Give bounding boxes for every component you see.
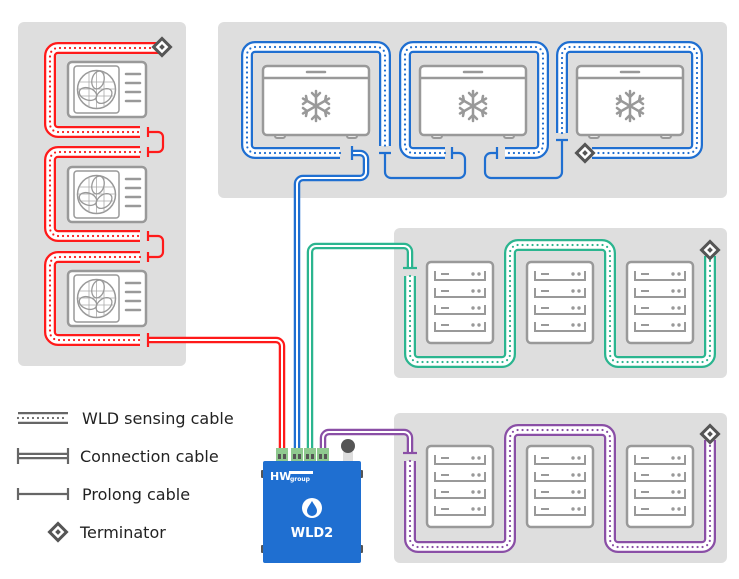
hwgroup-logo: HW — [270, 470, 291, 483]
server-rack-icon — [427, 262, 493, 343]
sensing-cable-green-stroke — [408, 243, 712, 364]
server-rack-icon — [527, 262, 593, 343]
legend-connection-cable-label: Connection cable — [80, 447, 219, 466]
legend-sensing-cable-label: WLD sensing cable — [82, 409, 234, 428]
prolong-cable-blue — [379, 147, 467, 180]
server-rack-icon — [427, 446, 493, 527]
connection-cable-green-stroke — [309, 245, 411, 450]
hwgroup-logo-sub: group — [290, 476, 311, 483]
wld2-device: HW group WLD2 — [261, 439, 363, 563]
legend-connection-bars — [16, 448, 70, 464]
ac-fan-icon — [66, 269, 148, 328]
server-rack-icon — [627, 262, 693, 343]
sensing-cable-blue-stroke — [560, 45, 699, 155]
server-rack-icon — [527, 446, 593, 527]
legend-prolong-cable-icon — [16, 488, 70, 500]
freezer-snowflake-icon — [575, 64, 685, 140]
sensing-cable-purple-stroke — [408, 428, 712, 549]
legend-terminator-icon — [48, 522, 68, 542]
prolong-cable-blue — [483, 138, 568, 180]
device-name: WLD2 — [291, 526, 333, 541]
sensing-cable-blue-stroke — [403, 45, 545, 155]
sensing-cable-red-stroke — [48, 255, 142, 342]
sensing-cable-blue-stroke — [245, 45, 387, 155]
legend-terminator-label: Terminator — [79, 523, 166, 542]
freezer-snowflake-icon — [261, 64, 371, 140]
prolong-cable-red — [146, 231, 165, 262]
connection-cable-red-stroke — [148, 339, 283, 450]
sensing-cable-red-stroke — [48, 150, 142, 238]
legend-prolong-cable-label: Prolong cable — [82, 485, 190, 504]
sensing-cable-red-stroke — [48, 46, 162, 134]
server-rack-icon — [627, 446, 693, 527]
sensor-knob — [341, 439, 355, 453]
prolong-cable-red — [146, 127, 165, 157]
connection-cable-purple-stroke — [322, 431, 411, 453]
ac-fan-icon — [66, 165, 148, 224]
ac-fan-icon — [66, 60, 148, 119]
freezer-snowflake-icon — [418, 64, 528, 140]
connection-cable-blue-stroke — [296, 152, 367, 450]
